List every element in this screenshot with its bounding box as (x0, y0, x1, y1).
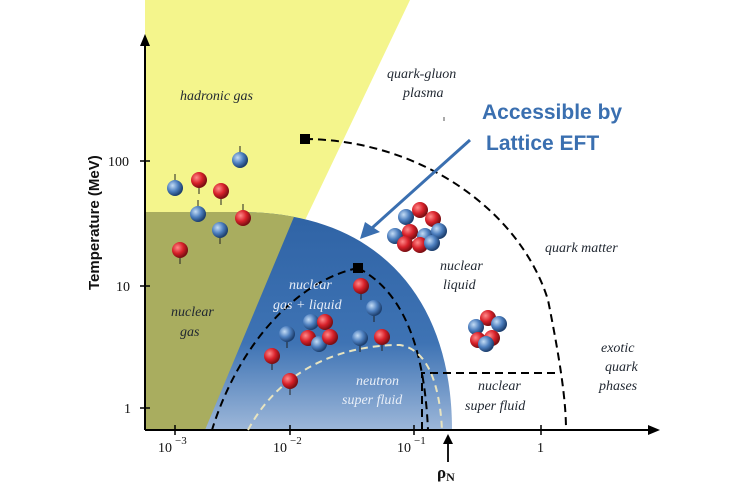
rho-n-arrowhead (443, 434, 453, 444)
neutron-particle (167, 174, 183, 196)
neutron-particle (190, 200, 206, 222)
callout-line2: Lattice EFT (486, 132, 599, 155)
gas-liquid-label-line1: nuclear (289, 278, 332, 293)
exotic-phases-label-line2: quark (605, 360, 638, 375)
y-tick-label-100: 100 (108, 155, 129, 170)
nuclear-superfluid-label-line2: super fluid (465, 399, 526, 414)
x-tick-label-1e-1-base: 10 (397, 441, 411, 456)
proton-particle (172, 242, 188, 264)
nucleus-cluster (387, 202, 447, 253)
proton-particle (353, 278, 369, 300)
qgp-label-line1: quark-gluon (387, 67, 456, 82)
y-tick-label-10: 10 (116, 280, 130, 295)
y-axis-title: Temperature (MeV) (86, 155, 103, 290)
neutron-particle (352, 330, 368, 352)
callout-arrowhead (360, 222, 380, 239)
gas-liquid-droplet (300, 314, 338, 352)
hadronic-gas-label: hadronic gas (180, 89, 254, 104)
proton-particle (264, 348, 280, 370)
nuclear-liquid-label-line1: nuclear (440, 259, 483, 274)
proton-particle (374, 329, 390, 351)
proton-particle (213, 183, 229, 205)
y-tick-label-1: 1 (124, 402, 131, 417)
nuclear-gas-label-line2: gas (180, 325, 200, 340)
callout-arrow (370, 138, 472, 230)
gas-liquid-label-line2: gas + liquid (273, 298, 343, 313)
rho-n-label: ρN (437, 463, 455, 484)
qgp-boundary-curve (304, 138, 567, 431)
neutron-particle (366, 300, 382, 322)
proton-particle (191, 172, 207, 194)
neutron-particle (212, 222, 228, 244)
nuclear-superfluid-label-line1: nuclear (478, 379, 521, 394)
exotic-phases-label-line1: exotic (601, 341, 635, 356)
liquid-gas-boundary-curve (357, 267, 429, 431)
qgp-label-line2: plasma (402, 86, 443, 101)
x-tick-label-1e-3-exp: −3 (175, 435, 187, 447)
critical-point-qgp (300, 134, 310, 144)
callout-line1: Accessible by (482, 101, 622, 124)
x-axis-arrow (648, 425, 660, 435)
neutron-superfluid-boundary (247, 343, 443, 431)
neutron-particle (279, 326, 295, 348)
nuclear-superfluid-boundary (421, 372, 556, 430)
neutron-superfluid-label-line2: super fluid (342, 393, 403, 408)
x-tick-label-1e-3-base: 10 (158, 441, 172, 456)
nucleus-cluster-small (468, 310, 507, 352)
x-tick-label-1e-1-exp: −1 (414, 435, 426, 447)
nuclear-gas-label-line1: nuclear (171, 305, 214, 320)
neutron-particle (232, 146, 248, 168)
critical-point-liquid-gas (353, 263, 363, 273)
nuclear-liquid-label-line2: liquid (443, 278, 477, 293)
quark-matter-label: quark matter (545, 241, 618, 256)
proton-particle (282, 373, 298, 395)
y-axis-arrow (140, 34, 150, 46)
nucleon-particles (167, 146, 507, 395)
x-tick-label-1: 1 (537, 441, 544, 456)
proton-particle (235, 204, 251, 226)
x-tick-label-1e-2-base: 10 (273, 441, 287, 456)
exotic-phases-label-line3: phases (598, 379, 638, 394)
neutron-superfluid-label-line1: neutron (356, 374, 399, 389)
nuclear-gas-overlap (145, 212, 296, 430)
x-tick-label-1e-2-exp: −2 (290, 435, 302, 447)
